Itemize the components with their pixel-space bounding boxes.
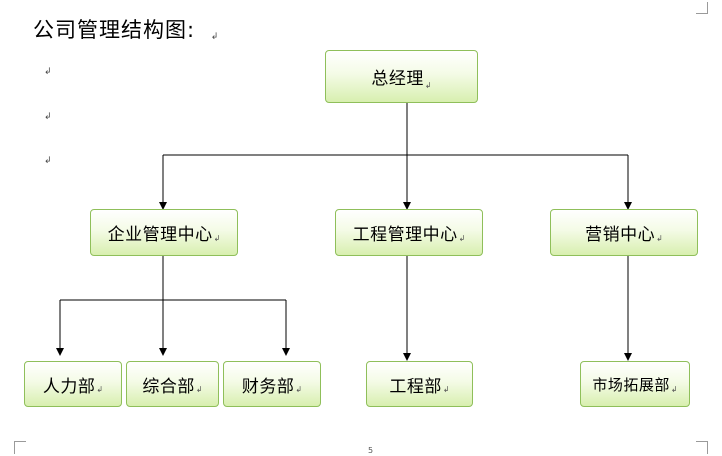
paragraph-mark-icon: ↲	[44, 112, 52, 122]
node-general-affairs-department: 综合部 ↲	[126, 361, 219, 407]
node-hr-department: 人力部 ↲	[24, 361, 122, 407]
node-marketing-center: 营销中心 ↲	[550, 209, 698, 256]
crop-mark	[696, 13, 708, 14]
node-label: 市场拓展部	[592, 375, 670, 394]
page-number: 5	[368, 446, 374, 455]
paragraph-mark-icon: ↲	[442, 385, 450, 394]
crop-mark	[696, 441, 708, 442]
paragraph-mark-icon: ↲	[458, 234, 466, 243]
page-title-text: 公司管理结构图:	[33, 18, 196, 42]
paragraph-mark-icon: ↲	[670, 385, 678, 394]
paragraph-mark-icon: ↲	[213, 234, 221, 243]
node-finance-department: 财务部 ↲	[223, 361, 321, 407]
node-label: 工程部	[389, 376, 442, 397]
paragraph-mark-icon: ↲	[44, 67, 52, 77]
paragraph-mark-icon: ↲	[424, 81, 432, 90]
node-engineering-management-center: 工程管理中心 ↲	[335, 209, 483, 256]
node-market-expansion-department: 市场拓展部 ↲	[580, 361, 690, 407]
crop-mark	[14, 441, 15, 454]
node-label: 总经理	[371, 69, 424, 89]
node-label: 综合部	[142, 376, 195, 397]
crop-mark	[14, 441, 26, 442]
paragraph-mark-icon: ↲	[295, 385, 303, 394]
crop-mark	[707, 441, 708, 454]
node-label: 工程管理中心	[352, 225, 458, 245]
page-title: 公司管理结构图: ↲	[33, 14, 219, 44]
paragraph-mark-icon: ↲	[210, 32, 220, 42]
node-general-manager: 总经理 ↲	[325, 50, 478, 103]
node-label: 企业管理中心	[107, 225, 213, 245]
paragraph-mark-icon: ↲	[44, 156, 52, 166]
crop-mark	[707, 2, 708, 14]
paragraph-mark-icon: ↲	[96, 385, 104, 394]
node-label: 财务部	[241, 376, 295, 397]
paragraph-mark-icon: ↲	[656, 234, 663, 243]
node-enterprise-management-center: 企业管理中心 ↲	[90, 209, 238, 256]
node-label: 营销中心	[585, 225, 656, 245]
paragraph-mark-icon: ↲	[195, 385, 203, 394]
node-label: 人力部	[42, 376, 96, 397]
node-engineering-department: 工程部 ↲	[366, 361, 473, 407]
